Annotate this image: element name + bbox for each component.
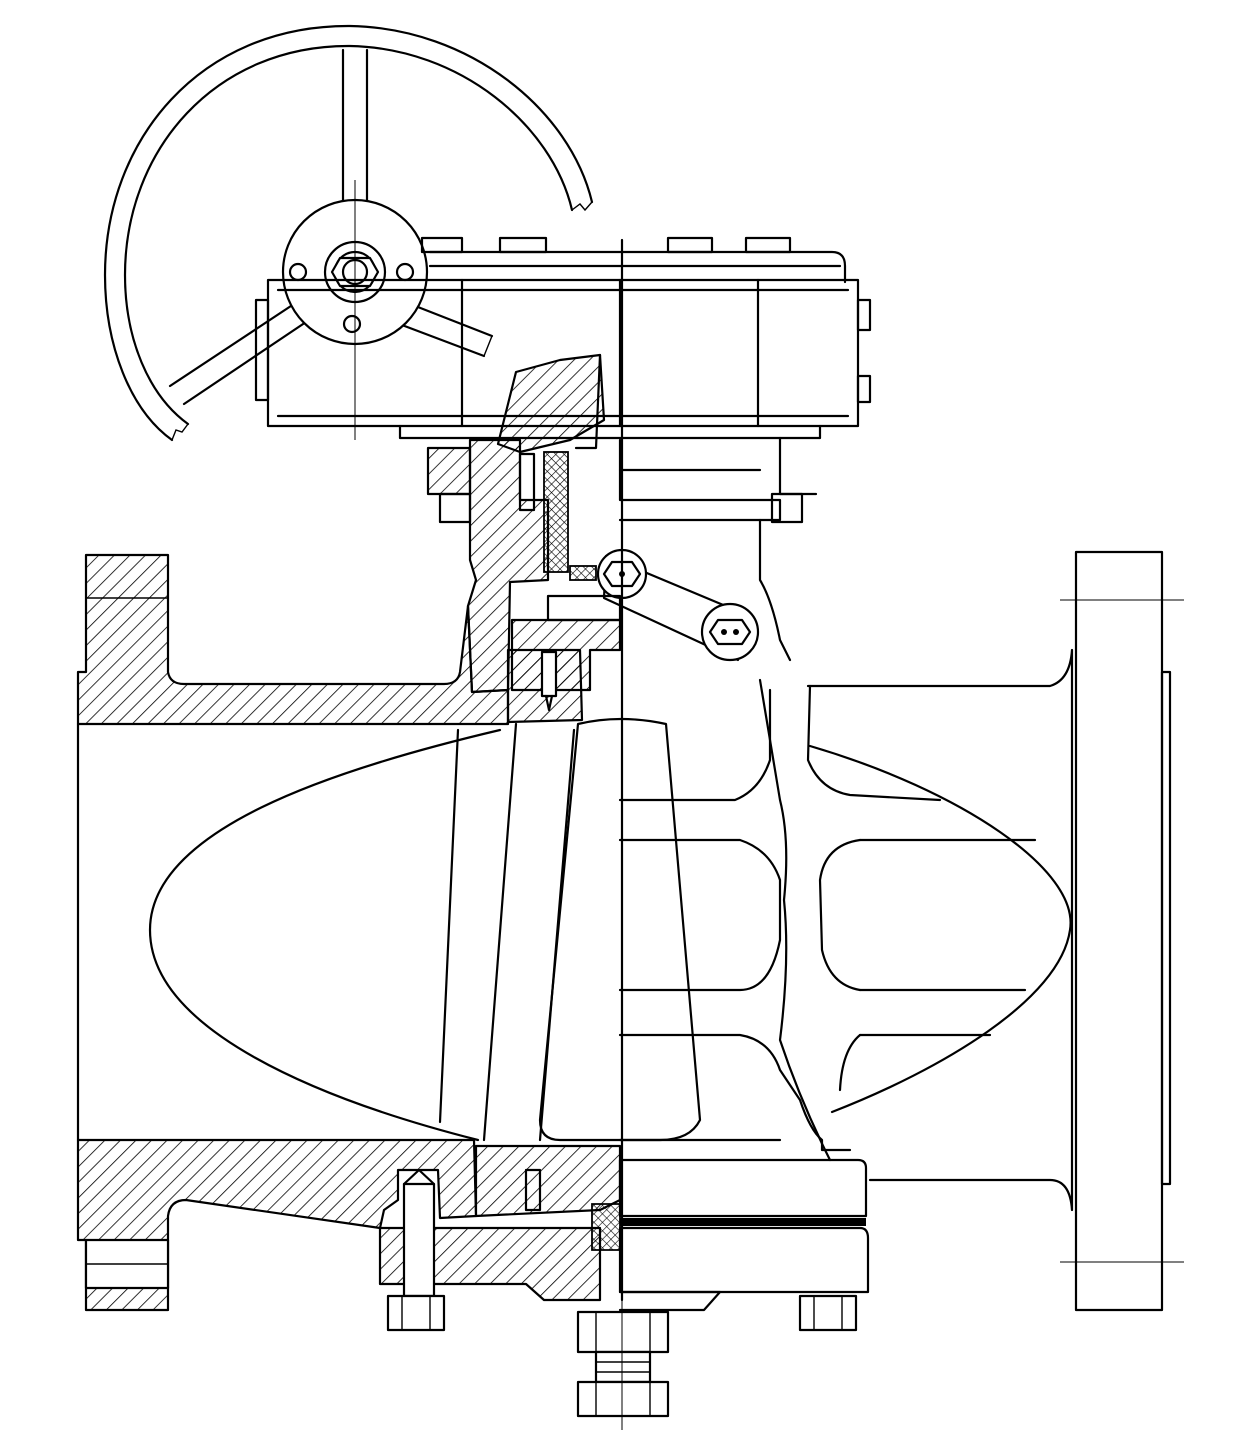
gearbox-icon (254, 236, 872, 524)
handwheel-icon (103, 24, 594, 442)
bonnet-neck-icon (426, 353, 792, 694)
bottom-cover-icon (378, 1158, 870, 1332)
adjusting-bolt-icon (576, 1300, 670, 1430)
valve-body-icon (148, 238, 702, 1302)
right-flange-icon (806, 550, 1184, 1312)
tapered-plug-icon (618, 678, 1072, 1162)
left-flange-icon (76, 553, 510, 1312)
